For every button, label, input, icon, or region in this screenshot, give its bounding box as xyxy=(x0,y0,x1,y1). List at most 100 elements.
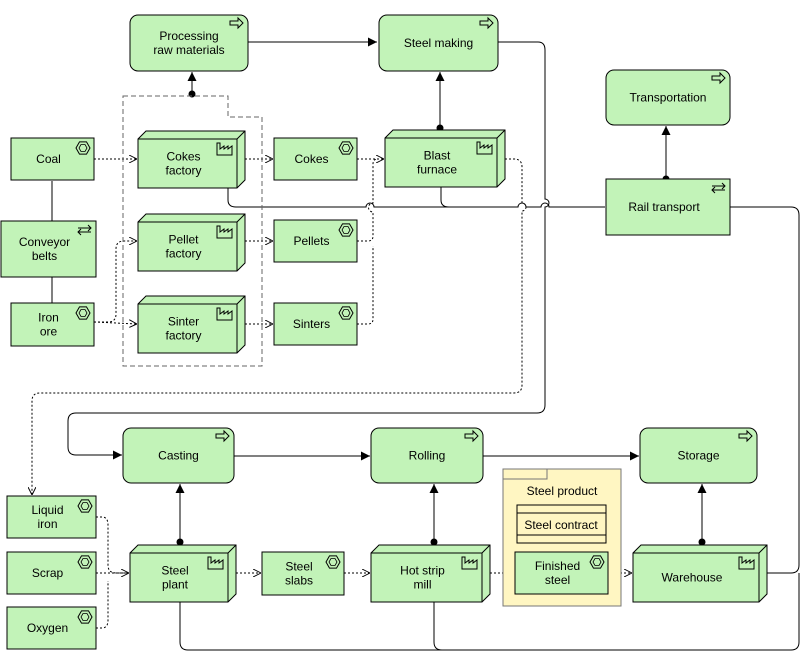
element-label: factory xyxy=(165,247,201,261)
element-label: Steel xyxy=(285,560,312,574)
process-storage[interactable]: Storage xyxy=(639,427,758,484)
material-icon xyxy=(75,306,91,320)
factory-icon xyxy=(476,141,493,155)
material-scrap[interactable]: Scrap xyxy=(6,551,97,595)
factory-icon xyxy=(738,556,755,570)
material-icon xyxy=(325,555,341,569)
material-coal[interactable]: Coal xyxy=(10,137,95,181)
process-transportation[interactable]: Transportation xyxy=(605,69,731,126)
factory-icon xyxy=(461,556,478,570)
element-label: Sinters xyxy=(293,317,330,331)
element-label: steel xyxy=(545,573,570,587)
element-label: slabs xyxy=(285,574,313,588)
element-label: Pellets xyxy=(293,234,329,248)
access-pellets-furnace xyxy=(357,158,379,242)
element-label: Transportation xyxy=(630,91,707,105)
material-icon xyxy=(338,306,354,320)
element-label: Cokes xyxy=(166,150,200,164)
element-label: Finished xyxy=(535,559,580,573)
access-liquidiron-plant xyxy=(96,516,129,573)
equipment-rail-transport[interactable]: Rail transport xyxy=(605,178,731,236)
access-furnace-liquidiron xyxy=(32,158,527,495)
material-icon xyxy=(338,223,354,237)
process-icon xyxy=(479,16,494,30)
line-rail-warehouse xyxy=(730,206,800,574)
line-mill-bottom xyxy=(433,602,443,651)
process-icon xyxy=(229,16,244,30)
transfer-icon xyxy=(77,224,92,236)
process-rolling[interactable]: Rolling xyxy=(370,427,484,484)
material-icon xyxy=(77,610,93,624)
access-oxygen-plant xyxy=(96,581,109,629)
element-label: furnace xyxy=(417,163,457,177)
process-icon xyxy=(738,429,753,443)
line-furnace-rail xyxy=(440,187,450,208)
flow-steelmaking-to-casting xyxy=(67,41,550,460)
process-icon xyxy=(464,429,479,443)
element-label: Hot strip xyxy=(400,564,445,578)
element-label: plant xyxy=(162,578,189,592)
steel-contract-label: Steel contract xyxy=(524,518,598,532)
element-label: Steel making xyxy=(404,36,473,50)
material-sinters[interactable]: Sinters xyxy=(273,302,358,346)
process-casting[interactable]: Casting xyxy=(122,427,235,484)
factory-icon xyxy=(216,142,233,156)
element-label: Coal xyxy=(36,152,61,166)
process-icon xyxy=(215,429,230,443)
steel-product-title: Steel product xyxy=(527,484,598,498)
element-label: Oxygen xyxy=(27,621,68,635)
element-label: Processing xyxy=(159,29,218,43)
element-label: Blast xyxy=(424,149,451,163)
material-cokes[interactable]: Cokes xyxy=(273,137,358,181)
transfer-icon xyxy=(711,182,726,194)
access-ore-sinterfactory xyxy=(93,322,137,324)
element-label: Warehouse xyxy=(662,571,723,585)
element-label: belts xyxy=(32,249,57,263)
process-steel-making[interactable]: Steel making xyxy=(378,14,499,72)
facility-warehouse[interactable]: Warehouse xyxy=(632,544,768,603)
element-label: Rolling xyxy=(409,449,446,463)
element-label: Rail transport xyxy=(628,200,700,214)
element-label: raw materials xyxy=(153,43,224,57)
material-icon xyxy=(589,555,605,569)
material-icon xyxy=(77,555,93,569)
element-label: Casting xyxy=(158,449,199,463)
element-label: Pellet xyxy=(168,233,199,247)
element-label: Steel xyxy=(161,564,188,578)
steel-contract[interactable]: Steel contract xyxy=(516,504,607,544)
material-icon xyxy=(77,499,93,513)
dot-plant xyxy=(176,538,184,546)
access-sinters-furnace xyxy=(357,246,374,325)
element-label: Storage xyxy=(677,449,719,463)
element-label: Iron xyxy=(38,311,59,325)
element-label: Liquid xyxy=(31,503,63,517)
material-pellets[interactable]: Pellets xyxy=(273,219,358,263)
dot-mill xyxy=(430,538,438,546)
factory-icon xyxy=(216,225,233,239)
access-ore-pelletfactory xyxy=(94,241,137,323)
material-icon xyxy=(338,141,354,155)
factory-grouping xyxy=(122,95,263,367)
line-plant-rail xyxy=(179,573,800,651)
element-label: Scrap xyxy=(32,566,64,580)
material-oxygen[interactable]: Oxygen xyxy=(6,606,97,650)
element-label: factory xyxy=(165,329,201,343)
material-icon xyxy=(75,141,91,155)
factory-icon xyxy=(207,556,224,570)
element-label: mill xyxy=(414,578,432,592)
factory-icon xyxy=(216,307,233,321)
process-icon xyxy=(711,71,726,85)
